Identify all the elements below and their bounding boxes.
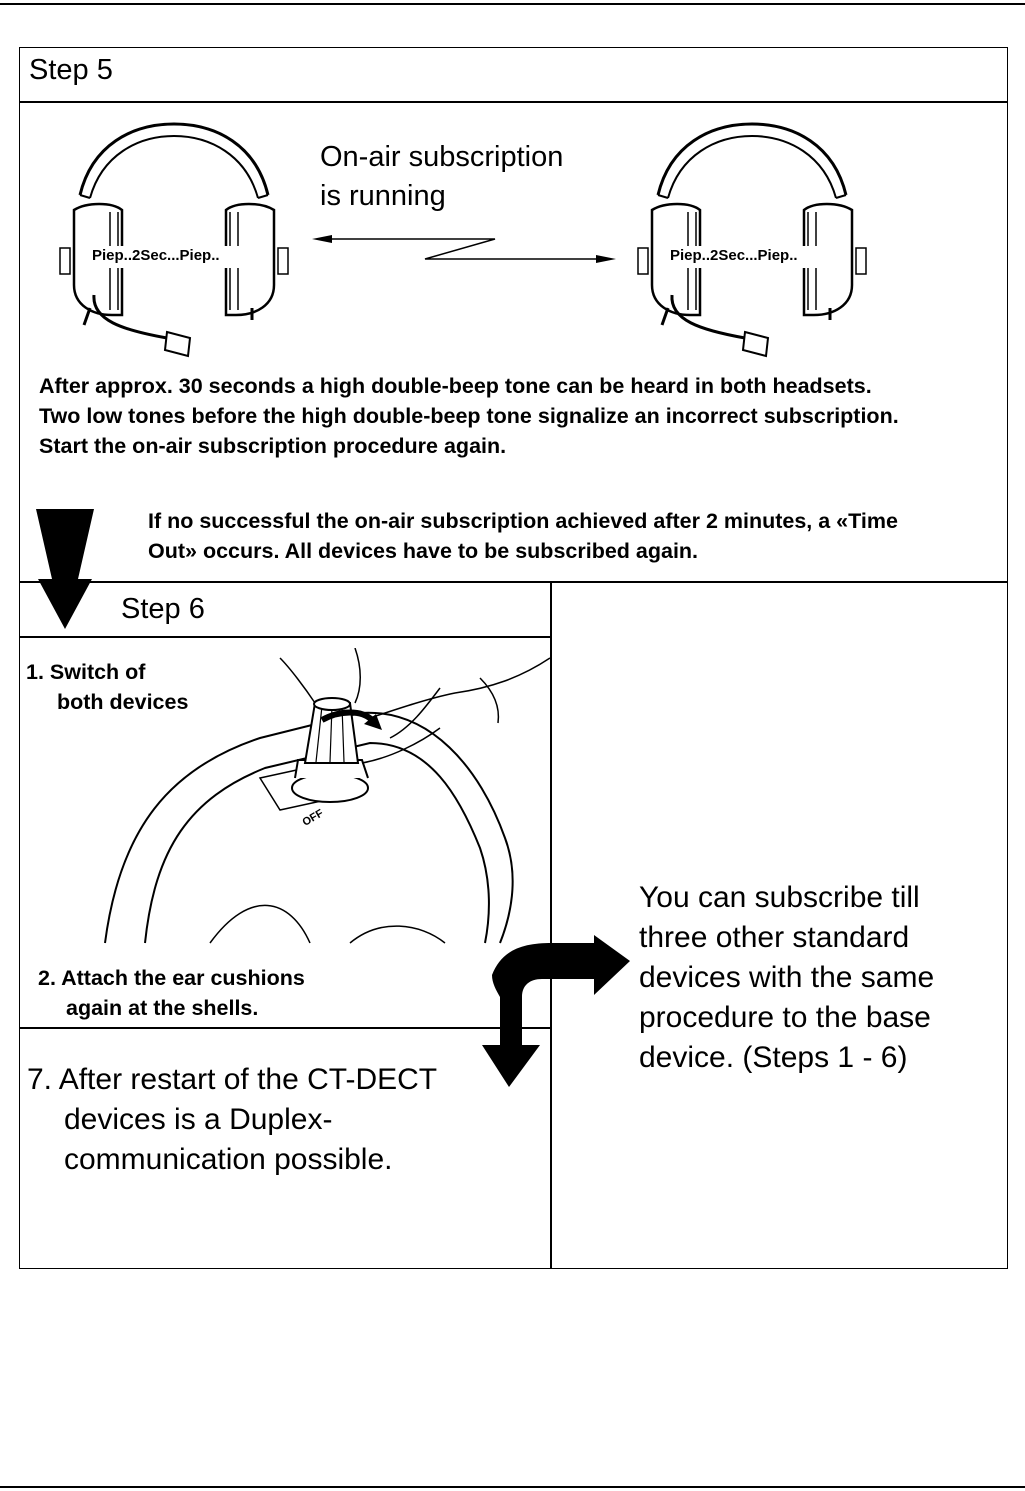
- step7-divider: [19, 1027, 551, 1029]
- timeout-note: If no successful the on-air subscription…: [148, 509, 898, 563]
- step5-title: Step 5: [29, 54, 113, 86]
- step6-title: Step 6: [121, 593, 205, 625]
- on-air-caption-line2: is running: [320, 180, 446, 212]
- on-air-caption-line1: On-air subscription: [320, 141, 564, 173]
- headset-right-label: Piep..2Sec...Piep..: [670, 247, 798, 264]
- instruction2-line1: 2. Attach the ear cushions: [38, 966, 305, 990]
- headset-left-illustration: [59, 122, 289, 358]
- step5-bottom-divider: [19, 581, 1008, 583]
- headset-right-illustration: [637, 122, 867, 358]
- step6-header-divider: [19, 636, 551, 638]
- instruction1-line1: 1. Switch of: [26, 660, 146, 684]
- instruction-frame: [19, 47, 1008, 1269]
- step7-line1: 7. After restart of the CT-DECT: [27, 1063, 438, 1096]
- instruction1-line2: both devices: [57, 690, 189, 714]
- subscribe-more-note: You can subscribe till three other stand…: [639, 881, 935, 1074]
- instruction2-line2: again at the shells.: [66, 996, 259, 1020]
- step5-paragraph: After approx. 30 seconds a high double-b…: [39, 374, 899, 458]
- power-knob-illustration: [104, 648, 550, 944]
- radio-link-arrow: [312, 235, 616, 263]
- forked-arrow-icon: [482, 935, 630, 1087]
- down-arrow-icon: [36, 509, 94, 629]
- column-divider: [550, 581, 552, 1269]
- step7-line2: devices is a Duplex-: [64, 1103, 333, 1136]
- page-top-rule: [0, 3, 1025, 5]
- step7-line3: communication possible.: [64, 1143, 393, 1176]
- page-bottom-rule: [0, 1486, 1025, 1488]
- headset-left-label: Piep..2Sec...Piep..: [92, 247, 220, 264]
- step5-header-divider: [19, 101, 1008, 103]
